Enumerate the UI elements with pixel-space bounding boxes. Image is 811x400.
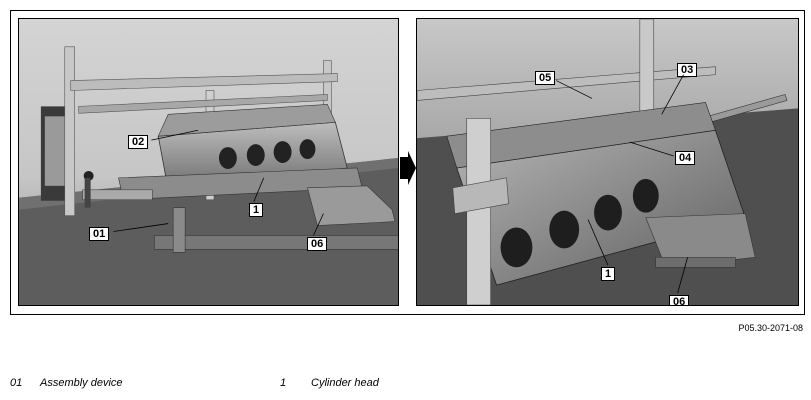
callout-06: 06 xyxy=(307,237,328,251)
arrow-right-icon xyxy=(400,151,416,185)
left-photo: 02 1 01 06 xyxy=(18,18,399,306)
legend-code-1: 1 xyxy=(280,377,287,389)
figure-id: P05.30-2071-08 xyxy=(738,323,803,333)
legend-text-1: Cylinder head xyxy=(311,377,379,389)
callout-03: 03 xyxy=(677,63,698,77)
callout-06: 06 xyxy=(669,295,690,305)
figure-frame: 02 1 01 06 xyxy=(10,10,805,315)
legend-text-01: Assembly device xyxy=(40,377,123,389)
callout-1: 1 xyxy=(601,267,616,281)
legend-code-01: 01 xyxy=(10,377,23,389)
callout-05: 05 xyxy=(535,71,556,85)
callout-04: 04 xyxy=(675,151,696,165)
right-photo: 05 03 04 1 06 xyxy=(416,18,799,306)
callout-1: 1 xyxy=(249,203,264,217)
callout-01: 01 xyxy=(89,227,110,241)
callout-02: 02 xyxy=(128,135,149,149)
